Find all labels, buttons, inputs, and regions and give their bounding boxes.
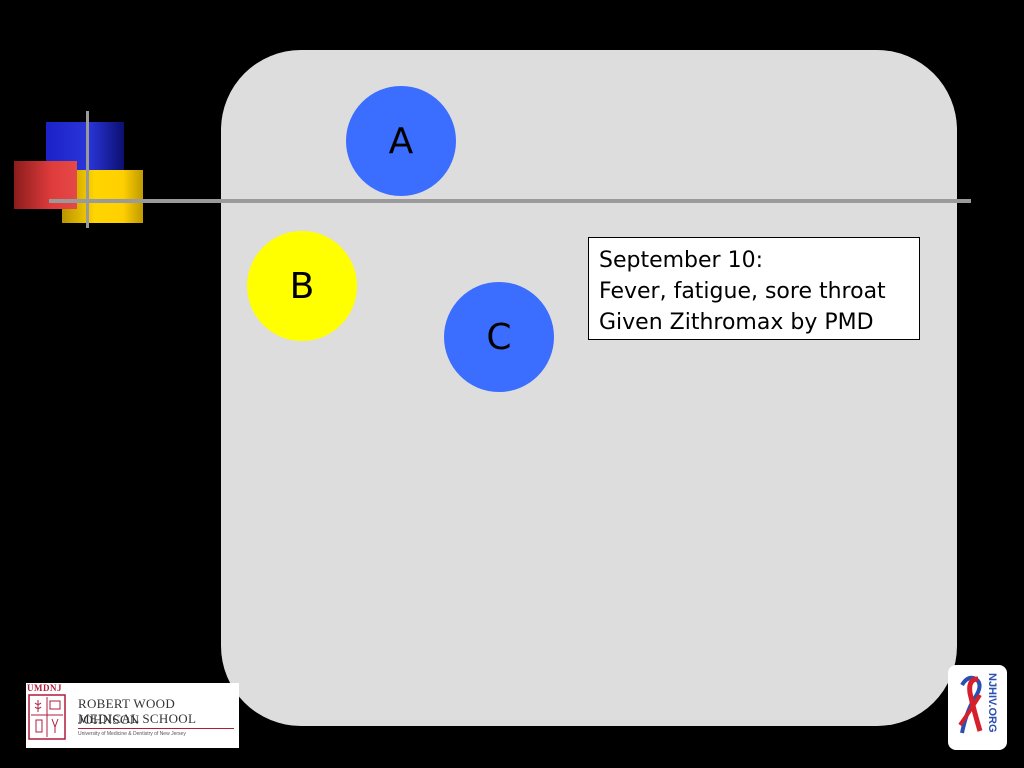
node-a-label: A — [388, 120, 414, 162]
note-line-date: September 10: — [599, 248, 764, 273]
horizontal-divider-line — [49, 199, 971, 203]
rwj-name-line2: MEDICAL SCHOOL — [78, 711, 197, 726]
rwj-seal-icon — [28, 694, 66, 740]
node-c: C — [444, 282, 554, 392]
njhiv-text: NJHIV.ORG — [986, 673, 998, 733]
vertical-divider-line — [86, 111, 89, 228]
node-c-label: C — [486, 316, 512, 358]
note-line-symptoms: Fever, fatigue, sore throat — [599, 279, 886, 304]
diagram-panel — [221, 50, 957, 726]
timeline-note: September 10: Fever, fatigue, sore throa… — [588, 237, 920, 340]
node-a: A — [346, 86, 456, 196]
rwj-name-line1: ROBERT WOOD JOHNSON — [78, 696, 176, 727]
rwj-abbrev: UMDNJ — [27, 683, 62, 693]
njhiv-logo: NJHIV.ORG — [948, 665, 1007, 750]
note-line-treatment: Given Zithromax by PMD — [599, 310, 874, 335]
node-b: B — [247, 231, 357, 341]
rwj-medical-school-logo: UMDNJ ROBERT WOOD JOHNSON MEDICAL SCHOOL… — [26, 683, 239, 748]
red-ribbon-icon — [958, 675, 983, 734]
rwj-rule — [78, 728, 234, 729]
rwj-subtitle: University of Medicine & Dentistry of Ne… — [78, 731, 186, 737]
node-b-label: B — [289, 265, 315, 307]
